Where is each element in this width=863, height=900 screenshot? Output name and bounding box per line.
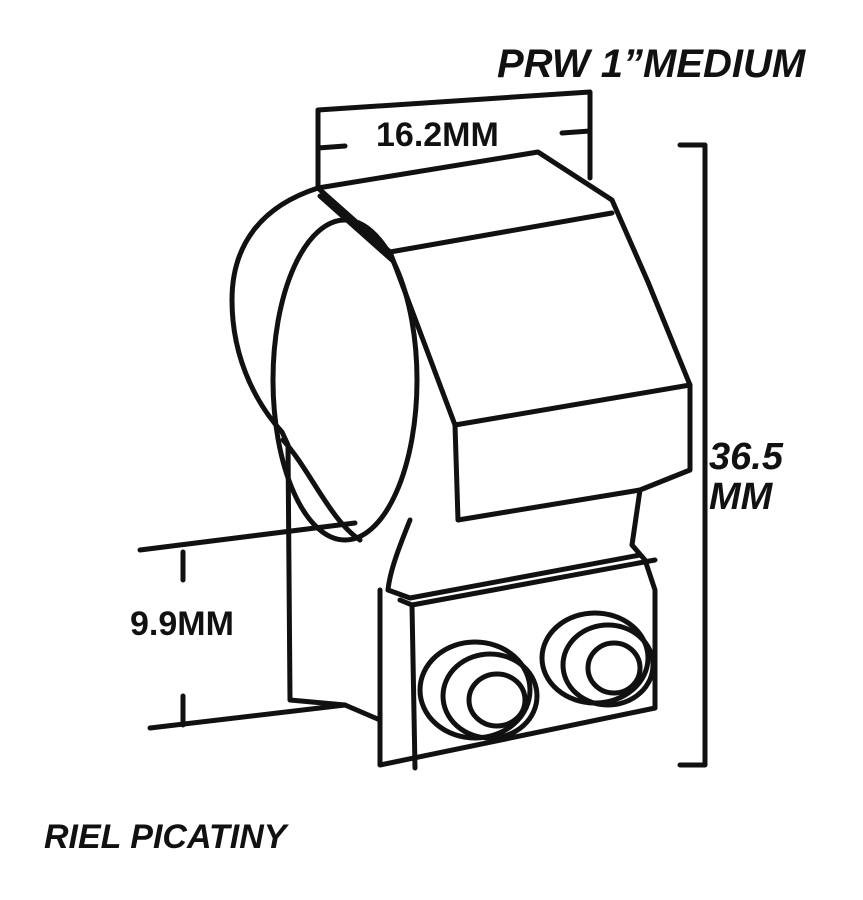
screw-left-icon bbox=[417, 639, 540, 741]
width-label: 16.2MM bbox=[376, 116, 499, 154]
product-title: PRW 1”MEDIUM bbox=[497, 42, 806, 86]
screw-right-icon bbox=[539, 610, 656, 708]
rail-type-label: RIEL PICATINY bbox=[44, 818, 287, 856]
height-label: 36.5 MM bbox=[709, 436, 783, 518]
height-dimension-line bbox=[677, 142, 708, 768]
width-dimension-line bbox=[315, 89, 593, 191]
rail-height-label: 9.9MM bbox=[130, 605, 234, 643]
ring-body bbox=[229, 149, 693, 771]
